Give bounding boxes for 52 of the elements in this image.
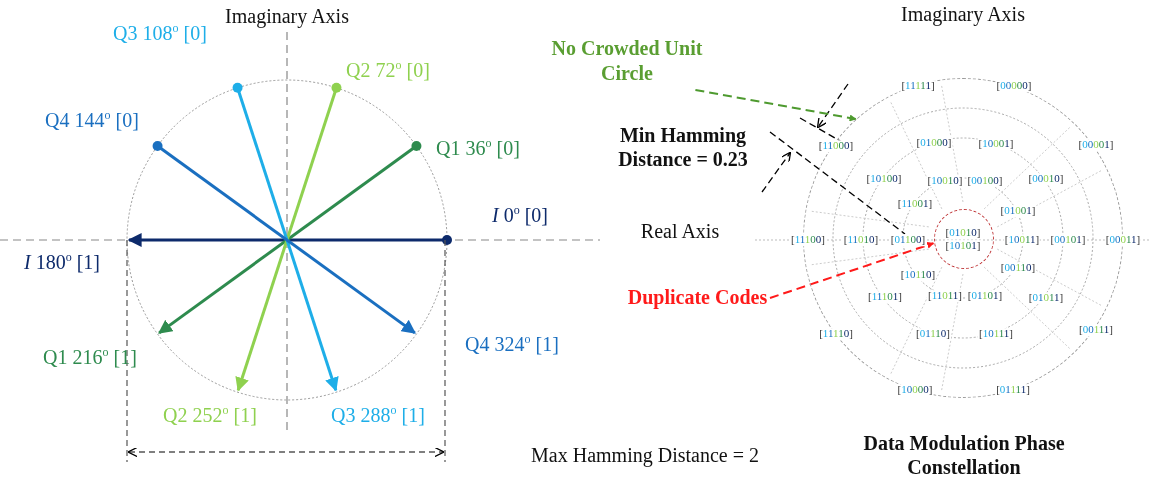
- leader-arrow: [769, 241, 935, 299]
- code-label: [11000]: [817, 140, 855, 152]
- axis-label: Real Axis: [640, 219, 720, 243]
- axis-label: I 180$^{o}$ [1]: [24, 250, 100, 274]
- code-label: [01110]: [915, 328, 951, 340]
- code-label: [10111]: [978, 328, 1014, 340]
- code-label: [11110]: [818, 328, 854, 340]
- axis-label: Imaginary Axis: [225, 4, 349, 28]
- code-label: [01001]: [999, 205, 1037, 217]
- axis-label: Data Modulation Phase Constellation: [862, 431, 1066, 479]
- code-label: [11010]: [842, 234, 880, 246]
- code-label: [00110]: [999, 262, 1037, 274]
- axis-label: Max Hamming Distance = 2: [531, 443, 759, 467]
- code-label: [00000]: [995, 80, 1033, 92]
- code-label: [01011]: [1027, 292, 1065, 304]
- code-label: [01100]: [889, 234, 927, 246]
- axis-label: Q1 216$^{o}$ [1]: [43, 345, 137, 369]
- code-label: [00011]: [1104, 234, 1142, 246]
- code-label: [10100]: [865, 173, 903, 185]
- axis-label: Q1 36$^{o}$ [0]: [436, 136, 520, 160]
- callout-text: No Crowded Unit Circle: [537, 36, 717, 86]
- axis-label: Q2 252$^{o}$ [1]: [163, 403, 257, 427]
- code-label: [11101]: [867, 291, 903, 303]
- code-label: [00100]: [966, 175, 1004, 187]
- code-label: [01000]: [915, 137, 953, 149]
- code-label: [10110]: [899, 269, 937, 281]
- code-label: [10010]: [926, 175, 964, 187]
- axis-label: Q3 108$^{o}$ [0]: [113, 21, 207, 45]
- code-label: [00010]: [1027, 173, 1065, 185]
- code-label: [00001]: [1077, 139, 1115, 151]
- code-label: [00101]: [1049, 234, 1087, 246]
- code-label: [11111]: [900, 80, 936, 92]
- callout-text: Duplicate Codes: [625, 285, 770, 310]
- axis-label: I 0$^{o}$ [0]: [492, 203, 548, 227]
- axis-label: Q4 144$^{o}$ [0]: [45, 108, 139, 132]
- axis-label: Q3 288$^{o}$ [1]: [331, 403, 425, 427]
- code-label: [10000]: [896, 384, 934, 396]
- axis-label: Min Hamming Distance = 0.23: [617, 123, 749, 171]
- axis-label: Imaginary Axis: [901, 2, 1025, 26]
- code-label: [01111]: [995, 384, 1031, 396]
- code-label: [10011]: [1003, 234, 1041, 246]
- leader-arrow: [694, 89, 857, 122]
- code-label: [11011]: [927, 290, 963, 302]
- code-label: [01101]: [966, 290, 1004, 302]
- code-label: [10101]: [944, 240, 982, 252]
- axis-label: Q2 72$^{o}$ [0]: [346, 58, 430, 82]
- code-label: [00111]: [1078, 324, 1114, 336]
- code-label: [10001]: [977, 138, 1015, 150]
- axis-label: Q4 324$^{o}$ [1]: [465, 332, 559, 356]
- code-label: [11001]: [896, 198, 934, 210]
- code-label: [11100]: [790, 234, 826, 246]
- code-label: [01010]: [944, 227, 982, 239]
